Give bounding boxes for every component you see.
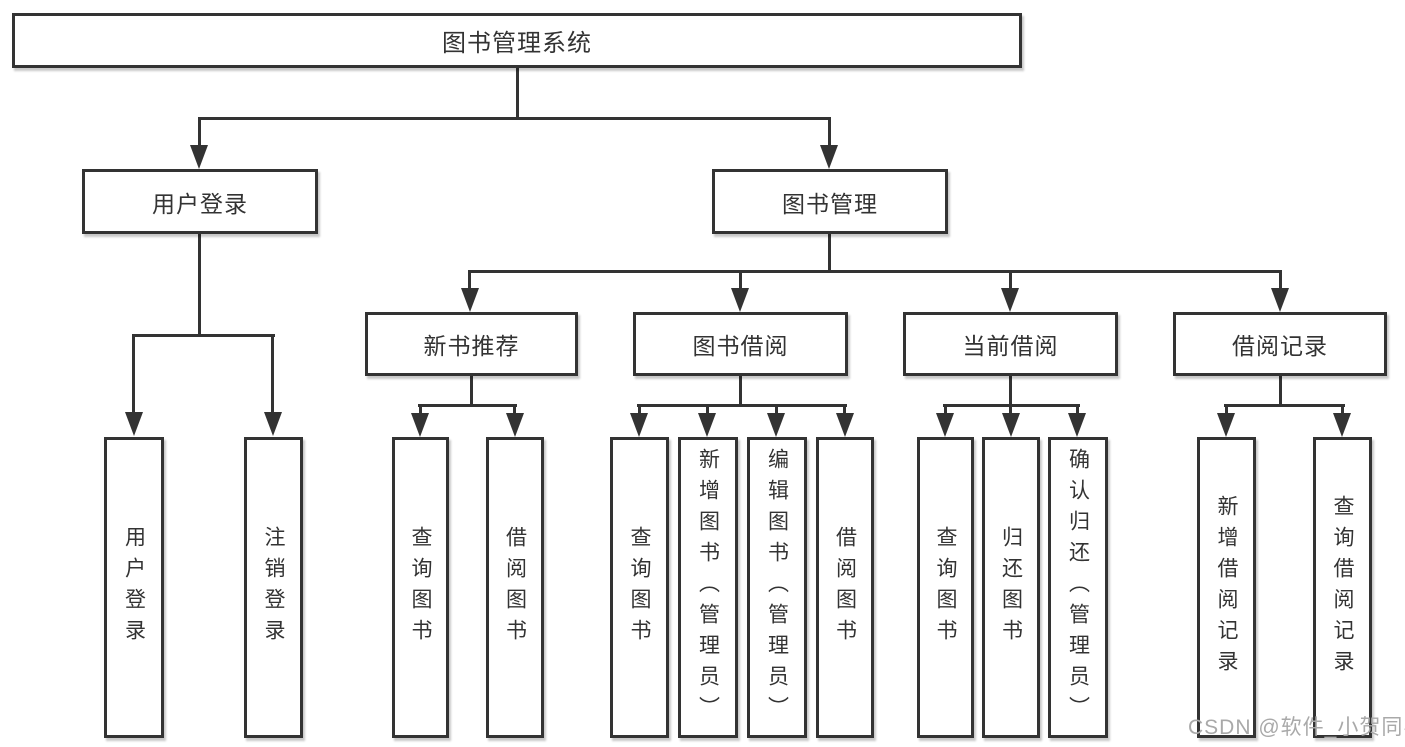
node-label: 新书推荐	[423, 333, 520, 359]
leaf-query-borrow-record: 查询借阅记录	[1313, 437, 1372, 738]
connector-vline	[706, 404, 709, 418]
arrowhead-down-icon	[125, 412, 143, 436]
node-borrowing-records: 借阅记录	[1173, 312, 1387, 376]
connector-hline	[1224, 404, 1345, 407]
arrowhead-down-icon	[264, 412, 282, 436]
connector-vline	[1009, 270, 1012, 292]
node-label: 用户登录	[152, 190, 248, 217]
arrowhead-down-icon	[630, 413, 648, 437]
connector-hline	[132, 334, 275, 337]
connector-vline	[1009, 404, 1012, 418]
leaf-label: 归还图书	[999, 525, 1023, 650]
connector-vline	[132, 334, 135, 416]
leaf-label: 查询借阅记录	[1331, 494, 1355, 681]
connector-hline	[418, 404, 517, 407]
arrowhead-down-icon	[461, 288, 479, 312]
leaf-label: 查询图书	[409, 525, 433, 650]
connector-vline	[470, 375, 473, 407]
arrowhead-down-icon	[820, 145, 838, 169]
node-label: 当前借阅	[962, 333, 1059, 359]
node-new-book-recommend: 新书推荐	[365, 312, 578, 376]
leaf-confirm-return-admin: 确认归还（管理员）	[1048, 437, 1108, 738]
connector-vline	[516, 66, 519, 118]
connector-vline	[1076, 404, 1079, 418]
node-book-management: 图书管理	[712, 169, 948, 234]
leaf-return-books: 归还图书	[982, 437, 1040, 738]
connector-vline	[1341, 404, 1344, 418]
leaf-add-borrow-record: 新增借阅记录	[1197, 437, 1256, 738]
arrowhead-down-icon	[731, 288, 749, 312]
leaf-label: 借阅图书	[503, 525, 527, 650]
connector-vline	[775, 404, 778, 418]
leaf-label: 查询图书	[628, 525, 652, 650]
node-current-borrowing: 当前借阅	[903, 312, 1118, 376]
connector-vline	[739, 270, 742, 292]
arrowhead-down-icon	[1217, 413, 1235, 437]
node-root: 图书管理系统	[12, 13, 1022, 68]
leaf-query-books: 查询图书	[392, 437, 449, 738]
arrowhead-down-icon	[936, 413, 954, 437]
arrowhead-down-icon	[1002, 413, 1020, 437]
connector-vline	[513, 404, 516, 418]
arrowhead-down-icon	[1068, 413, 1086, 437]
connector-vline	[419, 404, 422, 418]
leaf-label: 用户登录	[122, 525, 146, 650]
connector-vline	[828, 117, 831, 149]
leaf-query-books: 查询图书	[610, 437, 669, 738]
leaf-user-login: 用户登录	[104, 437, 164, 738]
leaf-label: 注销登录	[262, 525, 286, 650]
connector-vline	[198, 233, 201, 337]
csdn-watermark: CSDN @软件_小贺同学	[1188, 716, 1405, 739]
node-label: 图书管理	[782, 190, 878, 217]
arrowhead-down-icon	[1001, 288, 1019, 312]
connector-vline	[1225, 404, 1228, 418]
node-root-label: 图书管理系统	[442, 30, 592, 57]
node-label: 图书借阅	[692, 333, 789, 359]
arrowhead-down-icon	[767, 413, 785, 437]
connector-hline	[198, 117, 831, 120]
leaf-borrow-books: 借阅图书	[816, 437, 874, 738]
connector-vline	[1279, 375, 1282, 407]
leaf-label: 确认归还（管理员）	[1066, 448, 1090, 727]
leaf-label: 新增借阅记录	[1215, 494, 1239, 681]
connector-vline	[271, 334, 274, 416]
connector-vline	[843, 404, 846, 418]
connector-vline	[739, 375, 742, 407]
connector-hline	[637, 404, 847, 407]
leaf-logout: 注销登录	[244, 437, 303, 738]
leaf-label: 查询图书	[934, 525, 958, 650]
arrowhead-down-icon	[1271, 288, 1289, 312]
arrowhead-down-icon	[836, 413, 854, 437]
arrowhead-down-icon	[698, 413, 716, 437]
leaf-label: 新增图书（管理员）	[696, 448, 720, 727]
leaf-label: 借阅图书	[833, 525, 857, 650]
leaf-add-books-admin: 新增图书（管理员）	[678, 437, 738, 738]
leaf-query-books: 查询图书	[917, 437, 974, 738]
node-user-login-branch: 用户登录	[82, 169, 318, 234]
node-label: 借阅记录	[1232, 333, 1328, 359]
connector-vline	[638, 404, 641, 418]
connector-vline	[944, 404, 947, 418]
connector-vline	[1279, 270, 1282, 292]
connector-vline	[828, 234, 831, 273]
arrowhead-down-icon	[506, 413, 524, 437]
connector-vline	[468, 270, 471, 292]
connector-vline	[198, 117, 201, 149]
connector-hline	[469, 270, 1282, 273]
arrowhead-down-icon	[190, 145, 208, 169]
leaf-edit-books-admin: 编辑图书（管理员）	[747, 437, 807, 738]
node-book-borrowing: 图书借阅	[633, 312, 848, 376]
arrowhead-down-icon	[411, 413, 429, 437]
leaf-borrow-books: 借阅图书	[486, 437, 544, 738]
arrowhead-down-icon	[1333, 413, 1351, 437]
leaf-label: 编辑图书（管理员）	[765, 448, 789, 727]
connector-vline	[1009, 375, 1012, 407]
